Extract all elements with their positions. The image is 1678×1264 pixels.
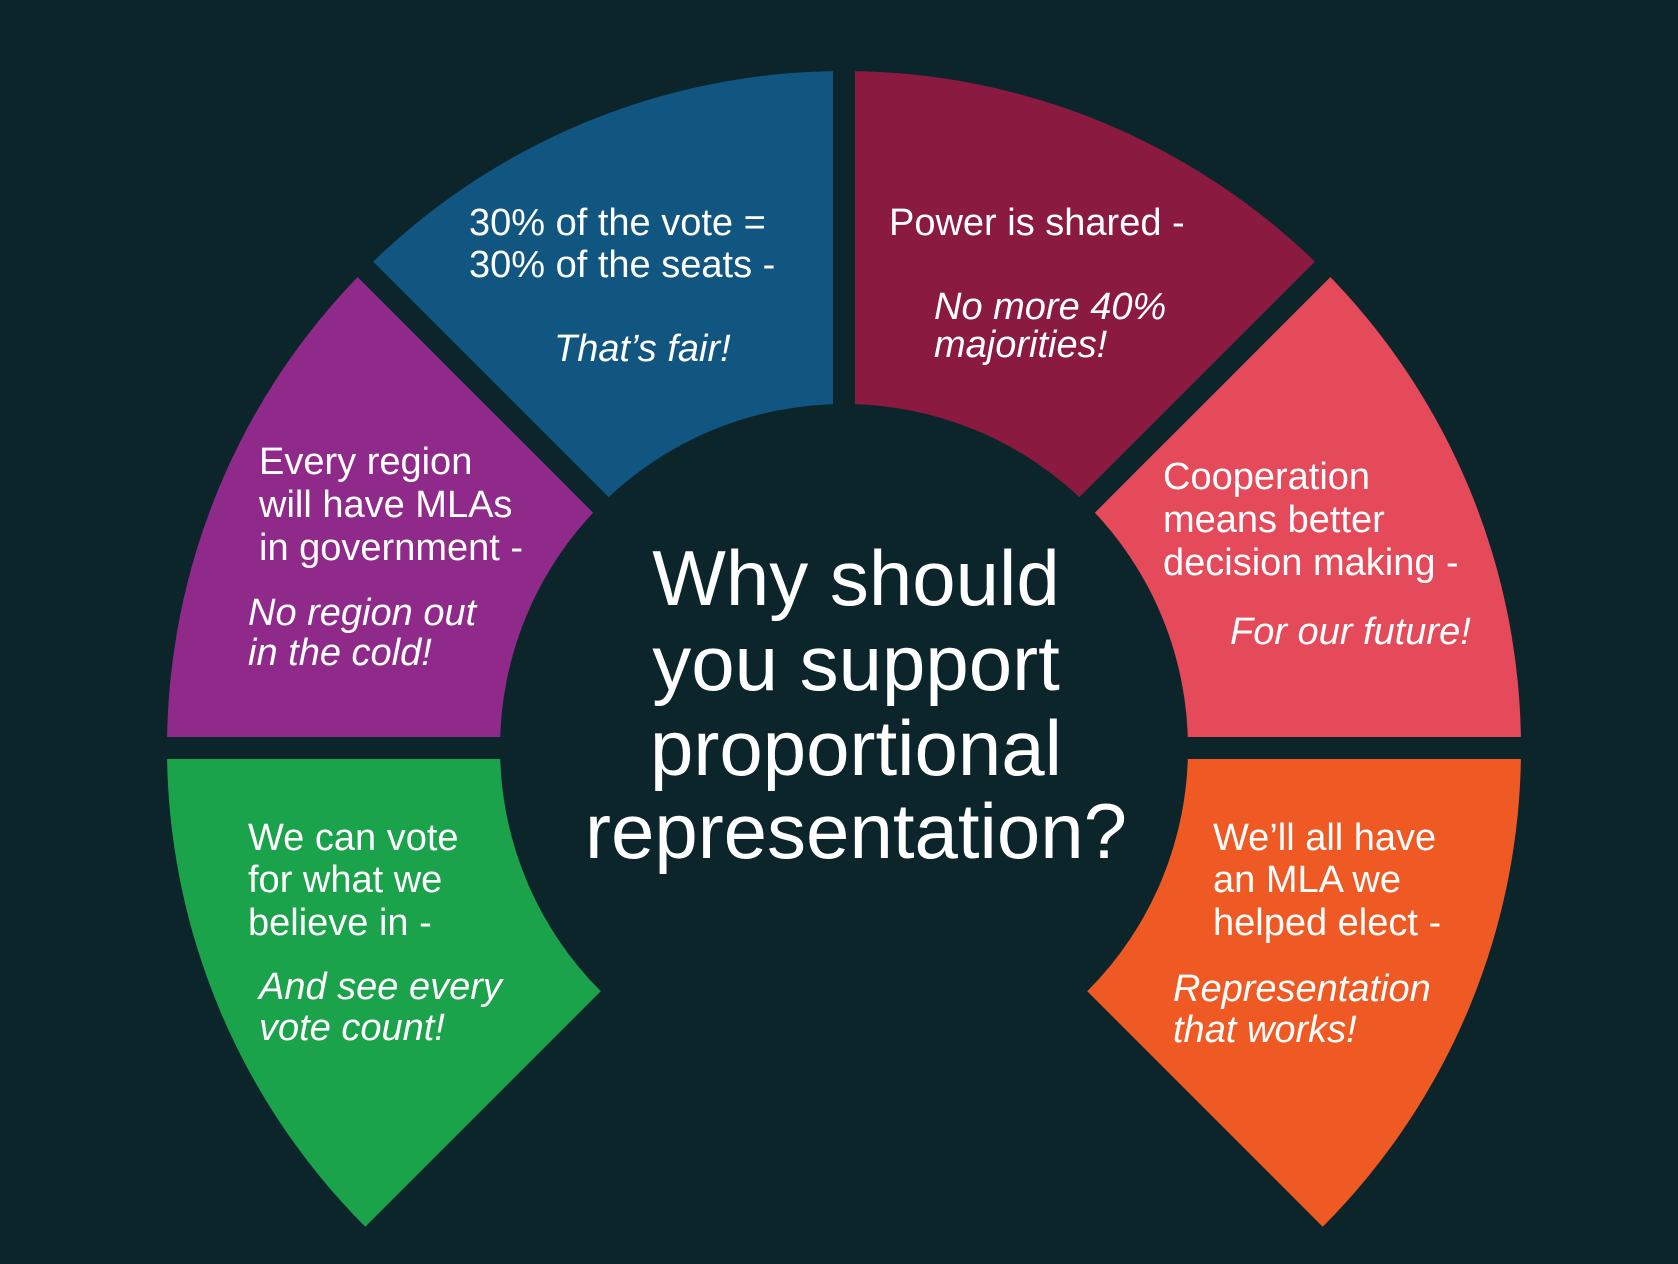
segment-maroon [844,71,1323,505]
segment-tagline: majorities! [934,324,1108,366]
segment-line: We’ll all have [1213,817,1436,859]
segment-line: decision making - [1163,542,1459,584]
segment-tagline: vote count! [259,1007,445,1049]
segment-pink [1087,269,1521,748]
segment-tagline: No more 40% [934,286,1166,328]
segment-line: Cooperation [1163,456,1370,498]
segment-maroon-text: Power is shared - No more 40% majorities… [889,202,1185,366]
segment-line: Every region [259,441,472,483]
title-line: representation? [585,787,1127,875]
segment-line: helped elect - [1213,902,1441,944]
segment-line: will have MLAs [258,484,512,526]
segment-green [166,748,601,1227]
segment-pink-text: Cooperation means better decision making… [1163,456,1471,653]
segment-line: Power is shared - [889,202,1185,244]
segment-divider [343,247,852,756]
segment-tagline: That’s fair! [554,328,731,370]
segment-purple-text: Every region will have MLAs in governmen… [248,441,523,674]
title-line: you support [652,619,1060,707]
segment-blue-text: 30% of the vote = 30% of the seats - Tha… [469,202,775,370]
segment-line: 30% of the vote = [469,202,766,244]
segment-green-text: We can vote for what we believe in - And… [248,817,504,1049]
segment-tagline: No region out [248,592,478,634]
center-title: Why should you support proportional repr… [585,534,1127,875]
segment-orange-text: We’ll all have an MLA we helped elect - … [1173,817,1441,1051]
segment-line: 30% of the seats - [469,244,775,286]
segment-line: means better [1163,499,1385,541]
segment-line: for what we [248,859,442,901]
segment-line: We can vote [248,817,459,859]
segment-tagline: For our future! [1230,611,1471,653]
segment-tagline: in the cold! [248,632,432,674]
segment-line: an MLA we [1213,859,1401,901]
title-line: Why should [652,534,1060,622]
segment-tagline: And see every [257,966,504,1008]
segment-tagline: Representation [1173,968,1431,1010]
segment-purple [167,269,601,748]
segment-blue [365,71,844,505]
segment-orange [1087,748,1521,1227]
segment-tagline: that works! [1173,1009,1357,1051]
segment-line: believe in - [248,902,432,944]
segment-line: in government - [259,527,523,569]
title-line: proportional [650,704,1062,792]
segment-divider [836,247,1345,756]
